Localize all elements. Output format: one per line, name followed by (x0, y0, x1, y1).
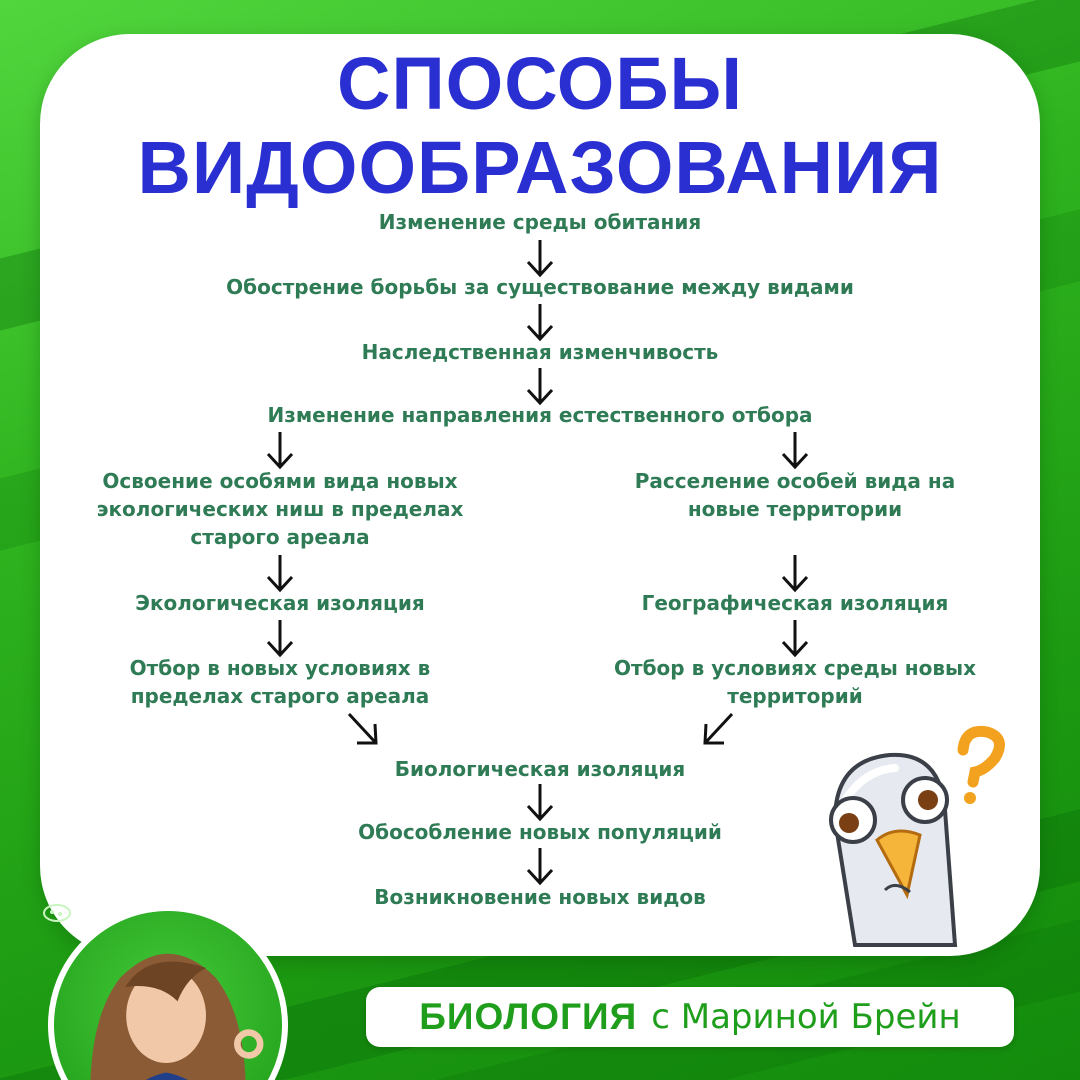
arrow-down-icon (780, 553, 810, 593)
arrow-down-icon (525, 238, 555, 278)
confused-bird-mascot (815, 720, 1015, 955)
arrow-down-icon (525, 782, 555, 822)
arrow-down-icon (780, 618, 810, 658)
flow-node-selection-new-territories: Отбор в условиях среды новых территорий (614, 656, 976, 708)
arrow-down-icon (265, 430, 295, 470)
flow-node-selection-old-range: Отбор в новых условиях в пределах старог… (129, 656, 431, 708)
flow-node-heredity: Наследственная изменчивость (361, 340, 719, 364)
footer-brand-banner: БИОЛОГИЯ с Мариной Брейн (366, 987, 1014, 1047)
title-line-2: ВИДООБРАЗОВАНИЯ (137, 126, 943, 209)
flow-node-geographic-isolation: Географическая изоляция (641, 591, 949, 615)
title-line-1: СПОСОБЫ (337, 42, 743, 125)
flow-node-dispersal: Расселение особей вида на новые территор… (634, 469, 956, 521)
arrow-down-icon (525, 302, 555, 342)
flow-node-selection-direction: Изменение направления естественного отбо… (267, 403, 813, 427)
arrow-down-icon (265, 618, 295, 658)
arrow-down-left-icon (700, 710, 736, 748)
arrow-down-icon (525, 366, 555, 406)
flow-node-ecological-isolation: Экологическая изоляция (135, 591, 425, 615)
flow-node-biological-isolation: Биологическая изоляция (394, 757, 686, 781)
footer-author: с Мариной Брейн (651, 997, 961, 1037)
flow-node-population-separation: Обособление новых популяций (358, 820, 722, 844)
bacteria-doodle-icon (40, 900, 74, 926)
flow-node-new-species: Возникновение новых видов (374, 885, 706, 909)
arrow-down-icon (780, 430, 810, 470)
arrow-down-icon (525, 846, 555, 886)
page-title: СПОСОБЫ ВИДООБРАЗОВАНИЯ (0, 42, 1080, 210)
arrow-down-right-icon (345, 710, 381, 748)
flow-node-struggle: Обострение борьбы за существование между… (226, 275, 854, 299)
flow-node-habitat-change: Изменение среды обитания (378, 210, 702, 234)
flow-node-new-niches: Освоение особями вида новых экологически… (96, 469, 464, 549)
footer-brand-name: БИОЛОГИЯ (419, 996, 638, 1037)
arrow-down-icon (265, 553, 295, 593)
